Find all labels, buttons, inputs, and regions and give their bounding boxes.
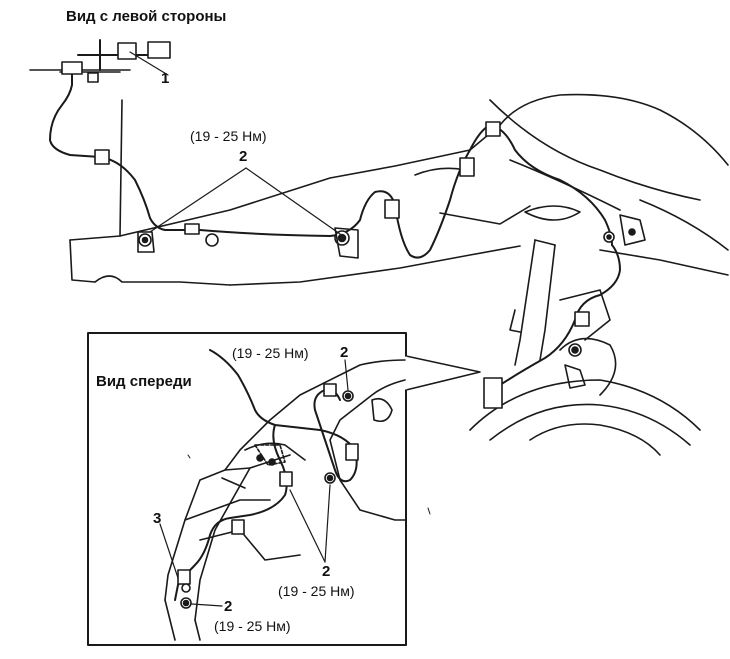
title-left-view: Вид с левой стороны [66,8,227,25]
callout-2-mid: 2 [322,563,331,580]
stray-marks [187,454,431,515]
callout-3: 3 [153,510,162,527]
callout-2-inset-top: 2 [340,344,349,361]
callout-1: 1 [161,70,170,87]
callout-2-low: 2 [224,598,233,615]
mounting-bolts [137,214,646,357]
torque-label-mid: (19 - 25 Нм) [278,583,355,599]
brake-line-fittings [61,41,590,409]
fender-outline [489,93,729,276]
frame-outline [29,69,531,286]
inset-brake-line [174,349,358,601]
strut-assembly [469,239,701,456]
inset-fittings [177,383,359,585]
inset-structure [164,359,406,641]
inset-leader-lines [159,359,349,607]
inset-bolts [180,390,354,609]
callout-2-top: 2 [239,148,248,165]
leader-lines-top [129,51,341,235]
torque-label-top: (19 - 25 Нм) [190,128,267,144]
torque-label-inset-top: (19 - 25 Нм) [232,345,309,361]
torque-label-low: (19 - 25 Нм) [214,618,291,634]
inset-box [87,332,481,646]
title-front-view: Вид спереди [96,373,192,390]
